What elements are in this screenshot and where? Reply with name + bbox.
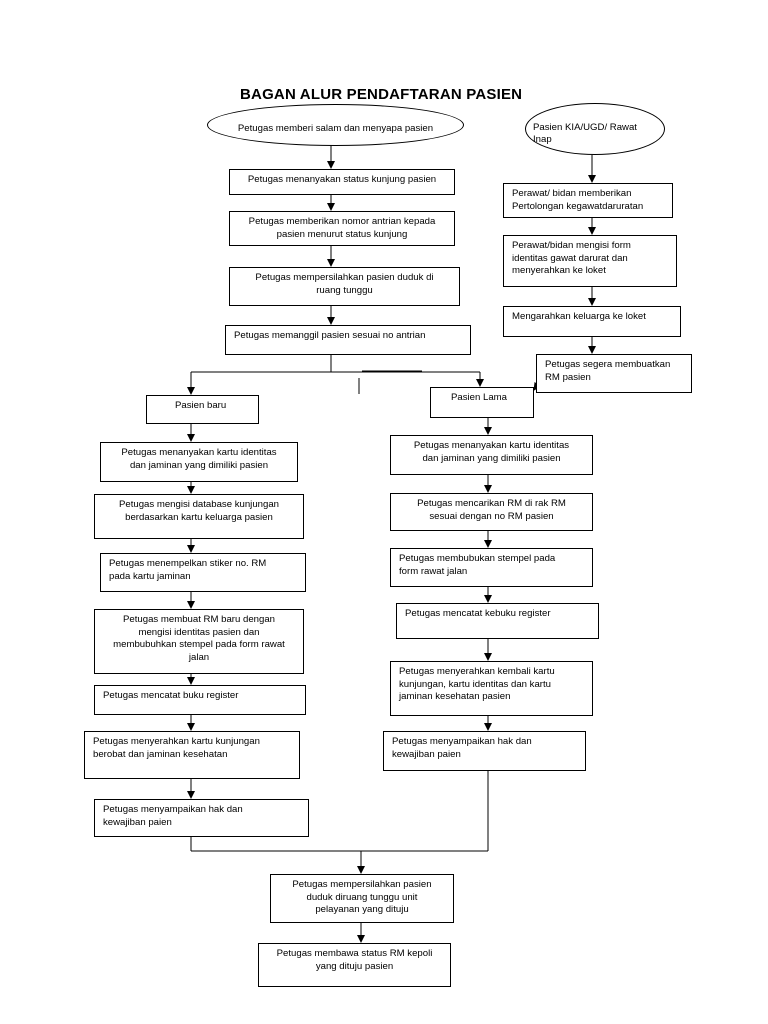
fill-form-box: Perawat/bidan mengisi form identitas gaw… — [503, 235, 677, 287]
old-step-4: Petugas menyerahkan kembali kartu kunjun… — [390, 661, 593, 716]
new-step-3: Petugas membuat RM baru dengan mengisi i… — [94, 609, 304, 674]
old-patient-label-box: Pasien Lama — [430, 387, 534, 418]
start-ellipse-label: Petugas memberi salam dan menyapa pasien — [237, 123, 434, 134]
new-step-1: Petugas mengisi database kunjungan berda… — [94, 494, 304, 539]
queue-number-box: Petugas memberikan nomor antrian kepada … — [229, 211, 455, 246]
old-step-5: Petugas menyampaikan hak dan kewajiban p… — [383, 731, 586, 771]
new-step-0: Petugas menanyakan kartu identitas dan j… — [100, 442, 298, 482]
waiting-room-box: Petugas mempersilahkan pasien duduk di r… — [229, 267, 460, 306]
new-step-6: Petugas menyampaikan hak dan kewajiban p… — [94, 799, 309, 837]
emergency-ellipse: Pasien KIA/UGD/ Rawat Inap — [525, 103, 665, 155]
new-step-4: Petugas mencatat buku register — [94, 685, 306, 715]
old-step-3: Petugas mencatat kebuku register — [396, 603, 599, 639]
old-step-2: Petugas membubukan stempel pada form raw… — [390, 548, 593, 587]
emergency-ellipse-label: Pasien KIA/UGD/ Rawat Inap — [533, 122, 637, 145]
waiting-unit-box: Petugas mempersilahkan pasien duduk diru… — [270, 874, 454, 923]
old-step-0: Petugas menanyakan kartu identitas dan j… — [390, 435, 593, 475]
new-step-5: Petugas menyerahkan kartu kunjungan bero… — [84, 731, 300, 779]
page-title: BAGAN ALUR PENDAFTARAN PASIEN — [240, 86, 523, 103]
bring-rm-box: Petugas membawa status RM kepoli yang di… — [258, 943, 451, 987]
first-aid-box: Perawat/ bidan memberikan Pertolongan ke… — [503, 183, 673, 218]
ask-status-box: Petugas menanyakan status kunjung pasien — [229, 169, 455, 195]
old-step-1: Petugas mencarikan RM di rak RM sesuai d… — [390, 493, 593, 531]
create-rm-box: Petugas segera membuatkan RM pasien — [536, 354, 692, 393]
new-patient-label-box: Pasien baru — [146, 395, 259, 424]
direct-family-box: Mengarahkan keluarga ke loket — [503, 306, 681, 337]
new-step-2: Petugas menempelkan stiker no. RM pada k… — [100, 553, 306, 592]
start-ellipse: Petugas memberi salam dan menyapa pasien — [207, 104, 464, 146]
call-patient-box: Petugas memanggil pasien sesuai no antri… — [225, 325, 471, 355]
